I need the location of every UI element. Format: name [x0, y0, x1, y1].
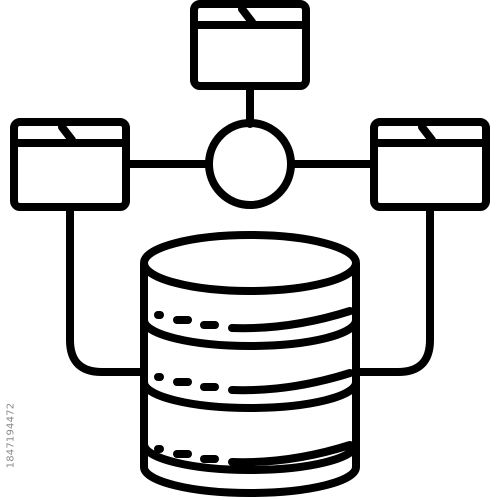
database-top-ellipse [140, 231, 360, 295]
connectors [66, 82, 434, 376]
right-window-to-database-connector [352, 203, 434, 376]
database-indicator-row-1 [154, 307, 354, 333]
top-window-icon [190, 0, 310, 90]
left-window-to-database-connector [66, 203, 148, 376]
database-band-2 [140, 378, 360, 412]
left-window-icon [10, 118, 130, 211]
hub-node-icon [205, 119, 295, 209]
right-window-icon [370, 118, 490, 211]
watermark-id: 1847194472 [2, 385, 20, 485]
database-band-3 [140, 440, 360, 474]
watermark-id-text: 1847194472 [5, 402, 17, 468]
database-indicator-row-2 [154, 369, 354, 395]
database-indicator-row-3 [154, 441, 354, 467]
database-band-1 [140, 316, 360, 350]
database-icon [140, 231, 360, 497]
